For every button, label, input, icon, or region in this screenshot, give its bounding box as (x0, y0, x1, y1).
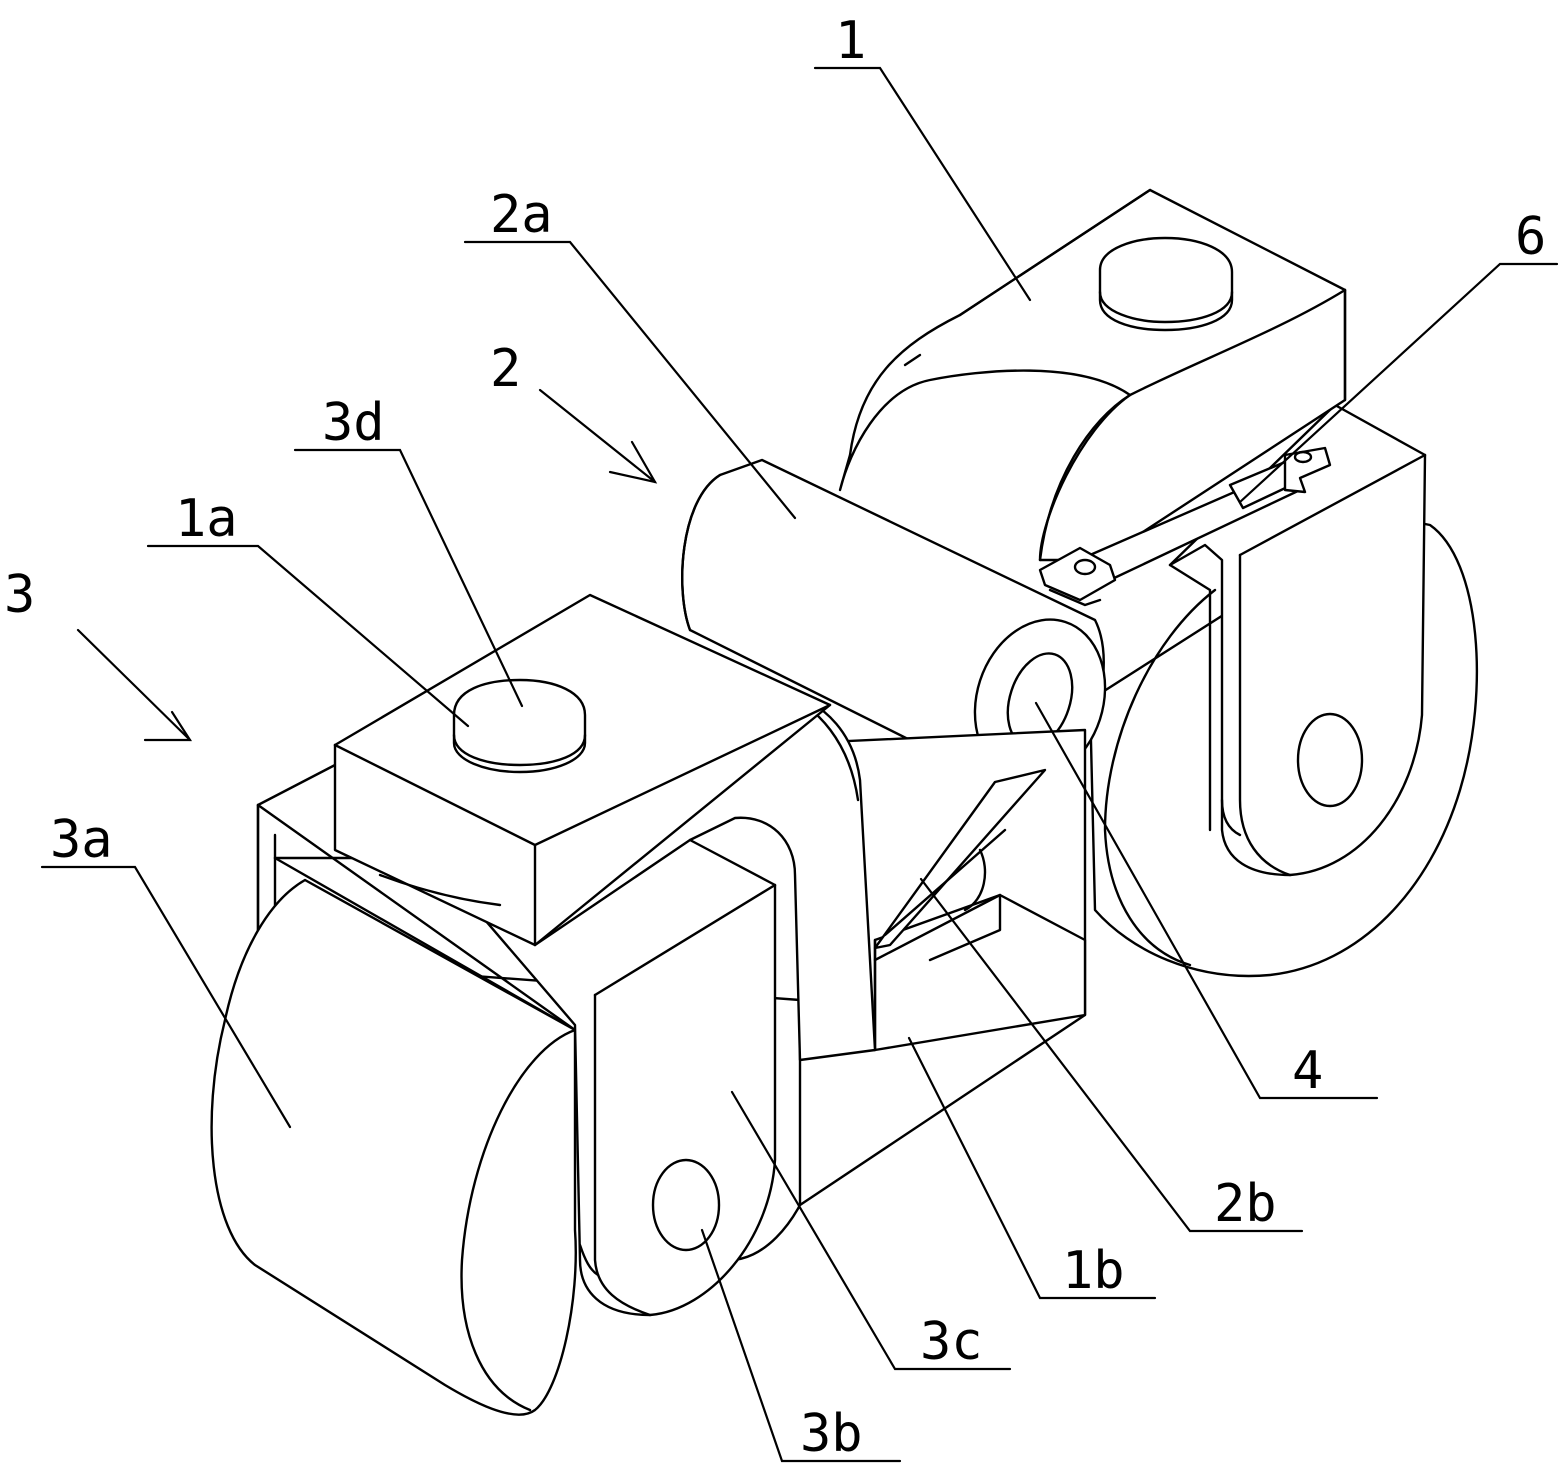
label-4: 4 (1292, 1041, 1323, 1101)
label-3a: 3a (50, 810, 113, 870)
part-3b-axle-hole (651, 1158, 721, 1252)
label-1b: 1b (1062, 1241, 1125, 1301)
arrow-2-indicator (538, 388, 658, 484)
rear-axle-hole (1296, 712, 1364, 808)
part-1a-block (333, 593, 832, 947)
arrow-3-indicator (76, 628, 193, 742)
leader-1a (146, 544, 470, 728)
leader-6 (1238, 262, 1559, 504)
leader-1b (907, 1036, 1157, 1300)
label-3d: 3d (322, 393, 385, 453)
label-1a: 1a (175, 489, 238, 549)
label-2a: 2a (490, 185, 553, 245)
part-2b-link (873, 768, 1047, 950)
label-1: 1 (835, 11, 866, 71)
leader-2a (463, 240, 797, 520)
label-3b: 3b (800, 1404, 863, 1464)
label-3c: 3c (920, 1312, 983, 1372)
leader-3c (730, 1090, 1012, 1371)
part-1-rear-housing (838, 188, 1347, 562)
rear-top-cap (1098, 236, 1234, 332)
leader-4 (1034, 701, 1379, 1100)
callout-labels: 1 2a 6 2 3d 1a 3 3a 4 2b 1b 3c 3b (4, 11, 1546, 1464)
leader-3d (293, 448, 524, 708)
leader-3a (40, 865, 292, 1129)
part-3a-front-wheel (210, 878, 577, 1416)
label-2: 2 (490, 339, 521, 399)
label-2b: 2b (1214, 1174, 1277, 1234)
leader-3b (700, 1228, 902, 1463)
label-6: 6 (1515, 207, 1546, 267)
part-3d-top-cap (452, 678, 587, 774)
callout-leaders (40, 66, 1559, 1463)
leader-1 (813, 66, 1032, 302)
label-3: 3 (4, 565, 35, 625)
leader-2b (919, 877, 1304, 1233)
